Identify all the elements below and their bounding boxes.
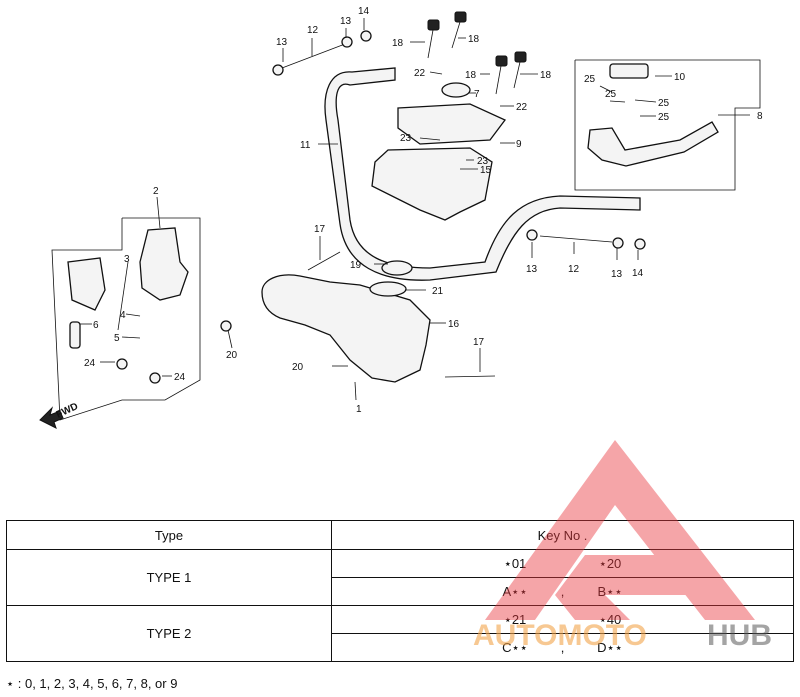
callout: 12 — [568, 264, 580, 275]
ignition-switch-bracket — [67, 257, 106, 311]
table-row: TYPE 1 ⋆01 ⋆20 — [6, 549, 794, 606]
parts-diagram: FWD 1 2 3 4 5 6 7 8 9 10 11 12 — [39, 6, 763, 429]
callout-numbers: 1 2 3 4 5 6 7 8 9 10 11 12 12 13 13 13 1… — [84, 6, 763, 415]
handlebar — [324, 67, 641, 281]
callout: 13 — [276, 37, 288, 48]
callout: 5 — [114, 333, 120, 344]
header-type: Type — [6, 520, 332, 550]
header-key-no: Key No . — [331, 520, 794, 550]
upper-holder — [371, 147, 493, 221]
callout: 18 — [465, 70, 477, 81]
callout: 19 — [350, 260, 362, 271]
cap-7 — [441, 82, 471, 98]
callout: 9 — [516, 139, 522, 150]
callout: 25 — [658, 98, 670, 109]
callout: 4 — [120, 310, 126, 321]
callout: 14 — [632, 268, 644, 279]
key-range-start: ⋆21 — [503, 611, 527, 627]
callout: 12 — [307, 25, 319, 36]
key-range-end: ⋆20 — [598, 555, 622, 571]
callout: 7 — [474, 89, 480, 100]
steering-stem — [261, 274, 431, 383]
washer-19 — [381, 260, 413, 276]
table-row: C⋆⋆, D⋆⋆ — [7, 633, 794, 662]
bolt-17-left — [307, 251, 341, 271]
table-row: TYPE 2 ⋆21 ⋆40 — [6, 605, 794, 662]
callout: 11 — [300, 140, 311, 151]
leader-lines — [80, 18, 750, 401]
callout: 8 — [757, 111, 763, 122]
callout: 25 — [584, 74, 596, 85]
fwd-arrow-icon — [39, 406, 64, 429]
callout: 18 — [468, 34, 480, 45]
callout: 23 — [477, 156, 489, 167]
cable-12-upper — [281, 43, 346, 69]
key-code-b: D⋆⋆ — [597, 639, 623, 655]
key-code-a: C⋆⋆ — [502, 639, 528, 655]
cable-12-right — [539, 235, 613, 243]
callout: 24 — [174, 372, 186, 383]
callout: 24 — [84, 358, 96, 369]
callout: 22 — [516, 102, 528, 113]
callout: 20 — [226, 350, 238, 361]
callout: 25 — [605, 89, 617, 100]
callout: 17 — [314, 224, 326, 235]
key-code-separator: , — [560, 583, 565, 599]
bracket-10 — [609, 63, 649, 79]
key-range-cell: ⋆01 ⋆20 — [331, 549, 794, 578]
key-range-cell: ⋆21 ⋆40 — [331, 605, 794, 634]
key-range-start: ⋆01 — [503, 555, 527, 571]
key-code-cell: A⋆⋆, B⋆⋆ — [331, 577, 794, 606]
callout: 23 — [400, 133, 412, 144]
callout: 18 — [392, 38, 404, 49]
table-row: A⋆⋆, B⋆⋆ — [7, 577, 794, 606]
key-range-end: ⋆40 — [598, 611, 622, 627]
callout: 3 — [124, 254, 130, 265]
switch-assembly — [587, 121, 719, 167]
handlebar-holder-cover — [397, 103, 507, 145]
callout: 17 — [473, 337, 485, 348]
ignition-switch — [139, 227, 189, 301]
callout: 13 — [340, 16, 352, 27]
callout: 10 — [674, 72, 686, 83]
bolts-18 — [427, 11, 527, 95]
key-code-b: B⋆⋆ — [597, 583, 623, 599]
callout: 16 — [448, 319, 460, 330]
callout: 1 — [356, 404, 362, 415]
callout: 6 — [93, 320, 99, 331]
footnote: ⋆ : 0, 1, 2, 3, 4, 5, 6, 7, 8, or 9 — [6, 676, 178, 691]
callout: 18 — [540, 70, 552, 81]
type-cell: TYPE 2 — [6, 605, 332, 662]
callout: 13 — [611, 269, 623, 280]
table-header-row: Type Key No . — [6, 520, 794, 550]
callout: 22 — [414, 68, 426, 79]
callout: 14 — [358, 6, 370, 17]
ring-21 — [369, 281, 407, 297]
bolt-17-right — [444, 375, 496, 378]
callout: 13 — [526, 264, 538, 275]
ignition-key — [69, 321, 81, 349]
callout: 25 — [658, 112, 670, 123]
callout: 20 — [292, 362, 304, 373]
key-code-separator: , — [560, 639, 565, 655]
callout: 2 — [153, 186, 159, 197]
key-number-table: Type Key No . TYPE 1 ⋆01 ⋆20 A⋆⋆, B⋆⋆ TYPE… — [6, 520, 794, 662]
key-code-a: A⋆⋆ — [502, 583, 528, 599]
callout: 21 — [432, 286, 444, 297]
callout: 15 — [480, 165, 492, 176]
type-cell: TYPE 1 — [6, 549, 332, 606]
key-code-cell: C⋆⋆, D⋆⋆ — [331, 633, 794, 662]
